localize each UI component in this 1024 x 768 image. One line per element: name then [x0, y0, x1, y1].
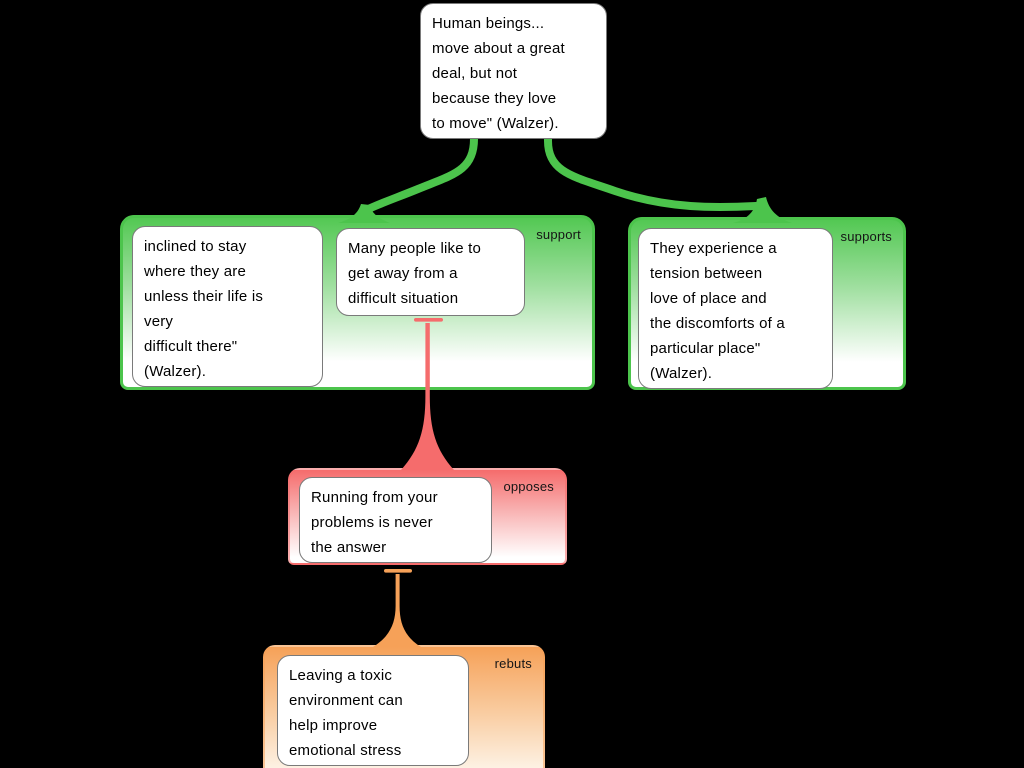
claim-node-main[interactable]: Human beings... move about a great deal,…	[420, 3, 607, 139]
connector-rebuts[interactable]	[373, 569, 421, 647]
claim-node-inclined-to-stay[interactable]: inclined to stay where they are unless t…	[132, 226, 323, 387]
connector-opposes[interactable]	[401, 318, 454, 470]
support-group-right-label: supports	[840, 229, 892, 244]
claim-node-running-from-problems[interactable]: Running from your problems is never the …	[299, 477, 492, 563]
connector-support-right[interactable]	[544, 124, 792, 223]
claim-node-leaving-toxic-environment[interactable]: Leaving a toxic environment can help imp…	[277, 655, 469, 766]
connector-support-left[interactable]	[338, 124, 478, 223]
support-group-left-label: support	[536, 227, 581, 242]
oppose-group-label: opposes	[503, 479, 554, 494]
claim-node-tension[interactable]: They experience a tension between love o…	[638, 228, 833, 389]
rebut-group-label: rebuts	[494, 656, 532, 671]
claim-node-get-away[interactable]: Many people like to get away from a diff…	[336, 228, 525, 316]
